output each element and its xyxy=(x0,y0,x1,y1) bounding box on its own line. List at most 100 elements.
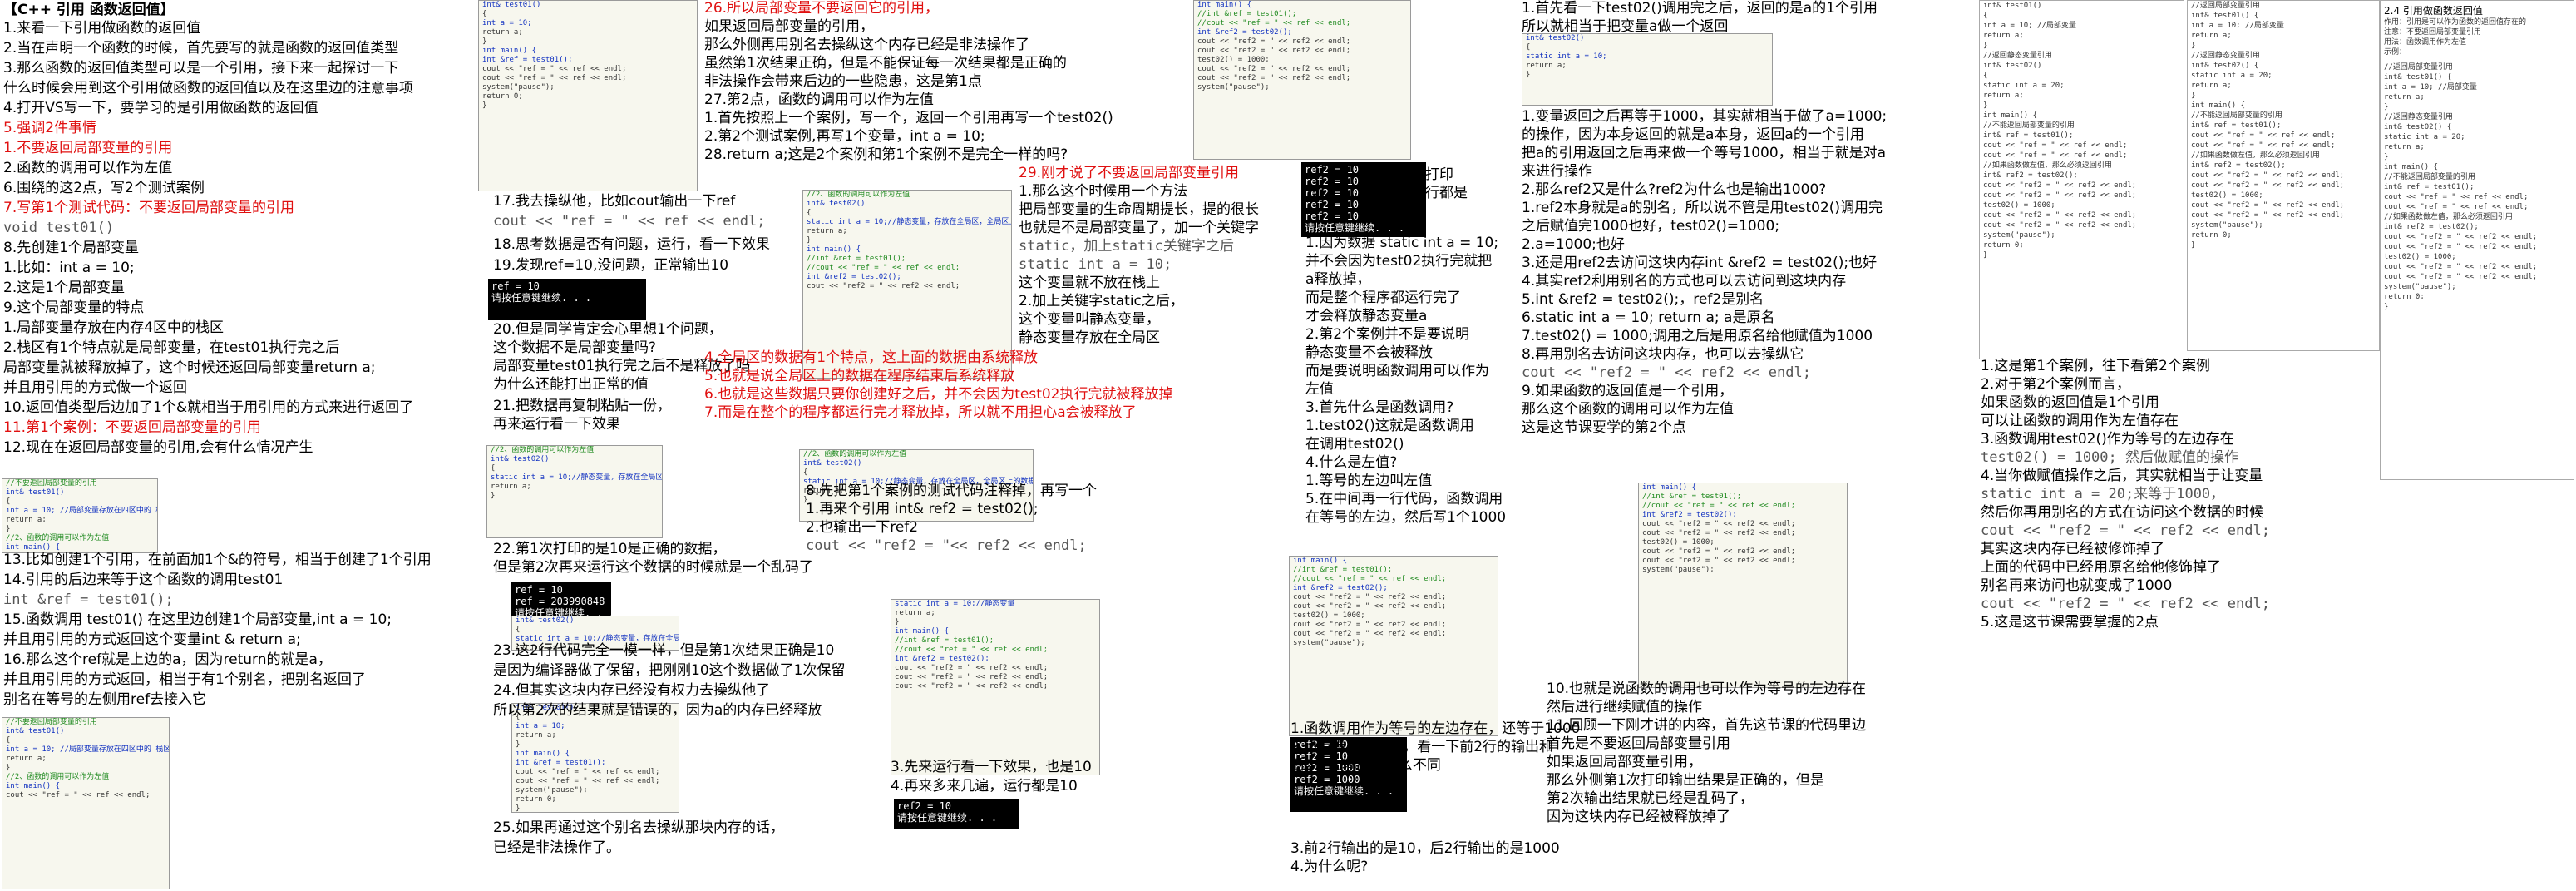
code-line: { xyxy=(1526,43,1531,52)
code-line: system("pause"); xyxy=(2384,283,2456,291)
note-line: 1.ref2本身就是a的别名，所以说不管是用test02()调用完 xyxy=(1522,200,1883,216)
note-line: 左值 xyxy=(1305,381,1334,398)
note-line: 1.那么这个时候用一个方法 xyxy=(1019,183,1188,200)
note-line: cout << "ref2 = " << ref2 << endl; xyxy=(1981,596,2270,612)
code-line: int& test02() xyxy=(803,459,862,468)
note-line: 21.把数据再复制粘贴一份， xyxy=(493,398,672,414)
code-line: int &ref2 = test02(); xyxy=(1642,511,1737,519)
code-line: int main() { xyxy=(1293,557,1348,565)
code-line: { xyxy=(6,736,11,745)
code-line: test02() = 1000; xyxy=(2191,191,2263,200)
note-line: 2.加上关键字static之后， xyxy=(1019,293,1184,309)
note-line: 9.这个局部变量的特点 xyxy=(3,299,145,316)
console-line: ref = 10 xyxy=(515,584,563,596)
note-line: 1.再来个引用 int& ref2 = test02(); xyxy=(806,501,1039,517)
note-line: 6.围绕的这2点，写2个测试案例 xyxy=(3,180,205,196)
code-line: } xyxy=(6,525,11,533)
code-line: cout << "ref = " << ref << endl; xyxy=(2384,193,2529,201)
code-line: cout << "ref2 = " << ref2 << endl; xyxy=(1642,529,1796,537)
code-line: int a = 10; //局部变量 xyxy=(2191,22,2284,30)
console-line: ref2 = 10 xyxy=(1294,739,1349,750)
code-line: cout << "ref2 = " << ref2 << endl; xyxy=(1642,547,1796,556)
note-line: 在等号的左边，然后写1个1000 xyxy=(1305,509,1507,526)
note-line: 11.回顾一下刚才讲的内容，首先这节课的代码里边 xyxy=(1547,717,1867,734)
code-line: int main() { xyxy=(1197,1,1252,9)
note-line: 可以让函数的调用作为左值存在 xyxy=(1981,413,2179,429)
code-line: cout << "ref = " << ref << endl; xyxy=(516,777,660,785)
code-line: int a = 10; //局部变量 xyxy=(1983,22,2076,30)
note-line: 再来运行看一下效果 xyxy=(493,416,620,433)
note-line: 静态变量不会被释放 xyxy=(1305,344,1433,361)
note-line: 28.return a;这是2个案例和第1个案例不是完全一样的吗? xyxy=(704,146,1068,163)
code-line: int &ref = test01(); xyxy=(482,56,573,64)
code-line: int main() { xyxy=(2191,101,2246,110)
code-line: int& test02() { xyxy=(2191,62,2259,70)
code-line: int main() { xyxy=(1642,483,1697,492)
note-line: a释放掉， xyxy=(1305,271,1371,288)
code-line: system("pause"); xyxy=(1197,83,1270,92)
code-line: cout << "ref = " << ref << endl; xyxy=(2191,131,2336,140)
note-line: 那么这个函数的调用可以作为左值 xyxy=(1522,401,1734,418)
code-line: return a; xyxy=(1526,62,1567,70)
code-line: //2、函数的调用可以作为左值 xyxy=(6,773,110,781)
code-line: int &ref2 = test02(); xyxy=(895,655,989,663)
note-line: 这个变量叫静态变量， xyxy=(1019,311,1160,328)
note-line: 1.不要返回局部变量的引用 xyxy=(3,140,173,156)
code-line: } xyxy=(491,492,496,500)
code-line: cout << "ref2 = " << ref2 << endl; xyxy=(895,664,1049,672)
code-line: return a; xyxy=(2191,82,2232,90)
console-line: ref = 203990848 xyxy=(515,596,605,607)
note-line: 3.那么函数的返回值类型可以是一个引用，接下来一起探讨一下 xyxy=(3,60,399,77)
code-line: int& ref = test01(); xyxy=(1983,131,2074,140)
code-line: cout << "ref = " << ref << endl; xyxy=(6,791,151,799)
code-line: int& test02() xyxy=(491,455,550,463)
code-line: int main() { xyxy=(807,245,861,254)
console-line: ref2 = 10 xyxy=(1305,187,1360,199)
code-line: int& test01() xyxy=(516,704,575,712)
code-line: return a; xyxy=(482,28,523,37)
code-line: cout << "ref = " << ref << endl; xyxy=(2191,141,2336,150)
code-line: cout << "ref2 = " << ref2 << endl; xyxy=(1293,602,1447,611)
reference-panel: 2.4 引用做函数返回值 作用：引用是可以作为函数的返回值存在的注意：不要返回局… xyxy=(2380,0,2574,480)
code-line: return a; xyxy=(1983,32,2024,40)
code-line: cout << "ref2 = " << ref2 << endl; xyxy=(1197,37,1351,46)
code-line: cout << "ref2 = " << ref2 << endl; xyxy=(1983,181,2137,190)
code-line: return a; xyxy=(6,516,47,524)
code-line: cout << "ref = " << ref << endl; xyxy=(516,768,660,776)
code-line: } xyxy=(6,764,11,772)
code-line: cout << "ref2 = " << ref2 << endl; xyxy=(2384,243,2538,251)
code-line: int& ref2 = test02(); xyxy=(2191,161,2286,170)
note-line: 并不会因为test02执行完就把 xyxy=(1305,253,1493,270)
note-line: 为什么还能打出正常的值 xyxy=(493,376,649,393)
note-line: 什么时候会用到这个引用做函数的返回值以及在这里边的注意事项 xyxy=(3,80,413,97)
code-line: static int a = 10;//静态变量，存放在全局区，全局区上的数据在… xyxy=(516,635,679,643)
note-line: 2.也输出一下ref2 xyxy=(806,519,919,536)
note-line: 并且用引用的方式返回这个变量int & return a; xyxy=(3,631,301,648)
code-line: return 0; xyxy=(2384,293,2425,301)
code-line: int main() { xyxy=(1983,111,2038,120)
note-line: 这是这节课要学的第2个点 xyxy=(1522,419,1686,436)
code-line: cout << "ref = " << ref << endl; xyxy=(1983,141,2128,150)
note-line: 2.第2个案例并不是要说明 xyxy=(1305,326,1470,343)
note-line: 这个数据不是局部变量吗? xyxy=(493,339,657,356)
note-line: static，加上static关键字之后 xyxy=(1019,238,1234,255)
code-line: cout << "ref2 = " << ref2 << endl; xyxy=(807,282,960,290)
code-line: static int a = 20; xyxy=(1983,82,2065,90)
code-line: //返回局部变量引用 xyxy=(2191,2,2260,10)
code-line: int& test01() { xyxy=(2384,73,2452,82)
note-line: 那么外侧第1次打印输出结果是正确的，但是 xyxy=(1547,772,1824,789)
code-line: cout << "ref2 = " << ref2 << endl; xyxy=(2191,181,2345,190)
note-line: 2.第2个测试案例,再写1个变量，int a = 10; xyxy=(704,128,985,145)
note-line: 1.函数调用作为等号的左边存在，还等于1000 xyxy=(1290,720,1581,737)
note-line: 4.全局区的数据有1个特点，这上面的数据由系统释放 xyxy=(704,349,1039,366)
code-line: return a; xyxy=(803,487,844,495)
code-line: static int a = 20; xyxy=(2191,72,2273,80)
console-line: ref2 = 1000 xyxy=(1294,762,1360,774)
code-line: } xyxy=(803,496,808,504)
console-line: ref2 = 10 xyxy=(1305,210,1360,222)
note-line: 3.先来运行看一下效果，也是10 xyxy=(891,759,1092,775)
code-line: //2、函数的调用可以作为左值 xyxy=(6,534,110,542)
code-line: int a = 10; //局部变量存放在四区中的 栈区 xyxy=(6,745,170,754)
note-line: cout << "ref2 = " << ref2 << endl; xyxy=(1522,364,1811,381)
note-line: cout << "ref2 = " << ref2 << endl; xyxy=(1981,522,2270,539)
